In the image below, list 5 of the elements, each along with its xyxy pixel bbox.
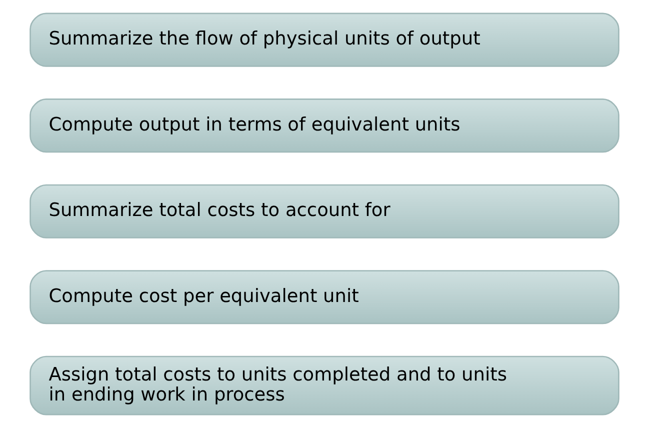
node-box: Summarize total costs to account for [29, 184, 619, 238]
node-box: Assign total costs to units completed and to units in ending work in process [29, 356, 619, 416]
node-box: Compute output in terms of equivalent units [29, 98, 619, 153]
node-box: Compute cost per equivalent unit [29, 270, 619, 324]
node-box: Summarize the flow of physical units of output [29, 12, 619, 67]
